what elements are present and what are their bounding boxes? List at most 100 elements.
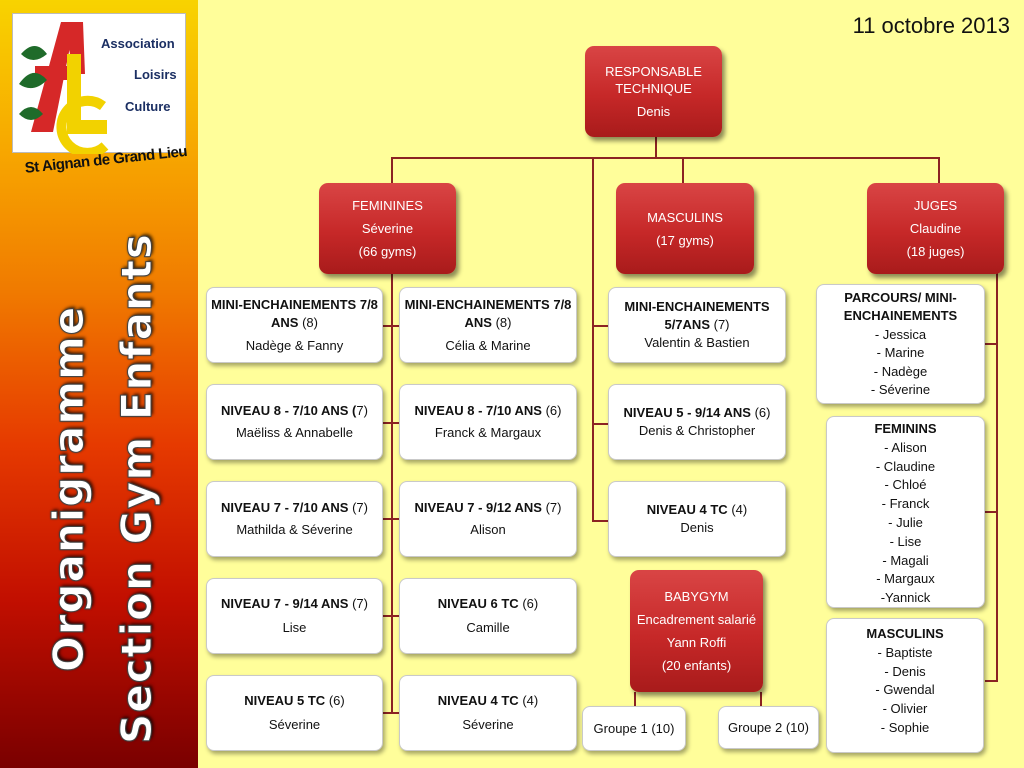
card-count: (7) — [352, 596, 368, 611]
babygym-count: (20 enfants) — [661, 658, 732, 673]
juges-list-title: PARCOURS/ MINI-ENCHAINEMENTS — [843, 289, 958, 324]
connector — [592, 423, 608, 425]
connector — [383, 325, 399, 327]
card-count: (6) — [522, 596, 539, 611]
masculins-title: MASCULINS — [647, 209, 723, 225]
card-names: Alison — [470, 522, 506, 537]
babygym-person: Yann Roffi — [666, 635, 727, 650]
card-names: Célia & Marine — [445, 337, 531, 353]
connector — [682, 157, 684, 184]
card-count: (6) — [545, 403, 562, 418]
card-names: Valentin & Bastien — [644, 335, 750, 350]
connector — [996, 186, 998, 682]
babygym-line2: Encadrement salarié — [636, 612, 757, 627]
responsable-title: RESPONSABLE TECHNIQUE — [605, 64, 702, 96]
connector — [391, 274, 393, 714]
feminines-count: (66 gyms) — [358, 244, 417, 259]
juges-list-item: - Chloé — [884, 477, 927, 493]
fem-right-card-2: NIVEAU 8 - 7/10 ANS (6) Franck & Margaux — [399, 384, 577, 460]
card-names: Séverine — [268, 717, 321, 732]
sidebar-title-line2: Section Gym Enfants — [112, 233, 162, 745]
masculins-count: (17 gyms) — [656, 232, 714, 248]
connector — [985, 680, 997, 682]
juges-list-item: - Séverine — [870, 382, 931, 397]
logo-text-loisirs: Loisirs — [134, 67, 177, 82]
juges-list-item: - Lise — [889, 533, 922, 549]
card-count: (6) — [328, 693, 345, 708]
groupe-2-label: Groupe 2 (10) — [728, 719, 809, 735]
juges-list-item: -Yannick — [880, 590, 931, 606]
juges-count: (18 juges) — [906, 244, 965, 259]
card-names: Maëliss & Annabelle — [235, 425, 354, 440]
juges-list-item: - Sophie — [880, 719, 930, 735]
connector — [383, 615, 399, 617]
juges-list-item: - Gwendal — [875, 682, 935, 698]
groupe-2-box: Groupe 2 (10) — [718, 706, 819, 749]
connector — [391, 157, 393, 184]
fem-left-card-2: NIVEAU 8 - 7/10 ANS (7) Maëliss & Annabe… — [206, 384, 383, 460]
connector — [592, 520, 608, 522]
connector — [985, 511, 997, 513]
card-names: Denis & Christopher — [638, 423, 756, 438]
card-count: (7) — [713, 317, 730, 332]
card-title: MINI-ENCHAINEMENTS 7/8 ANS — [211, 296, 378, 330]
connector — [383, 422, 399, 424]
juges-list-item: - Margaux — [876, 571, 935, 587]
masc-card-2: NIVEAU 5 - 9/14 ANS (6) Denis & Christop… — [608, 384, 786, 460]
card-title: NIVEAU 8 - 7/10 ANS — [414, 403, 542, 418]
fem-left-card-4: NIVEAU 7 - 9/14 ANS (7) Lise — [206, 578, 383, 654]
card-count: (6) — [754, 405, 771, 420]
fem-right-card-3: NIVEAU 7 - 9/12 ANS (7) Alison — [399, 481, 577, 557]
card-title: NIVEAU 7 - 9/12 ANS — [414, 500, 542, 515]
juges-list-item: - Baptiste — [877, 644, 933, 660]
juges-list-item: - Alison — [884, 439, 927, 455]
card-title: NIVEAU 7 - 9/14 ANS — [221, 596, 349, 611]
logo-text-culture: Culture — [125, 99, 171, 114]
card-count: (4) — [731, 502, 748, 517]
juges-feminins-card: FEMININS - Alison - Claudine - Chloé - F… — [826, 416, 985, 608]
connector — [592, 325, 608, 327]
juges-list-item: - Claudine — [875, 458, 936, 474]
card-names: Lise — [282, 620, 307, 635]
connector — [391, 157, 940, 159]
alc-logo-icon — [19, 22, 109, 158]
juges-box: JUGES Claudine (18 juges) — [867, 183, 1004, 274]
card-count: (4) — [522, 693, 539, 708]
card-names: Mathilda & Séverine — [236, 522, 353, 537]
card-count: (8) — [302, 314, 318, 330]
connector — [760, 692, 762, 706]
responsable-technique-box: RESPONSABLE TECHNIQUE Denis — [585, 46, 722, 137]
card-count: (8) — [495, 314, 512, 330]
juges-list-item: - Magali — [882, 552, 929, 568]
sidebar: Association Loisirs Culture St Aignan de… — [0, 0, 198, 768]
card-title: NIVEAU 4 TC — [437, 693, 519, 708]
card-title: NIVEAU 5 - 9/14 ANS — [623, 405, 751, 420]
juges-list-item: - Nadège — [873, 363, 928, 379]
juges-list-title: MASCULINS — [866, 626, 944, 641]
responsable-person: Denis — [636, 104, 671, 119]
juges-masculins-card: MASCULINS - Baptiste - Denis - Gwendal -… — [826, 618, 984, 753]
card-names: Denis — [680, 520, 714, 535]
fem-left-card-1: MINI-ENCHAINEMENTS 7/8 ANS (8) Nadège & … — [206, 287, 383, 363]
logo-text-association: Association — [101, 36, 175, 51]
card-title: MINI-ENCHAINEMENTS 7/8 ANS — [404, 296, 572, 330]
juges-list-title: FEMININS — [874, 421, 937, 436]
card-names: Camille — [466, 620, 510, 635]
date-label: 11 octobre 2013 — [852, 13, 1010, 38]
connector — [634, 692, 636, 706]
feminines-box: FEMININES Séverine (66 gyms) — [319, 183, 456, 274]
card-names: Séverine — [462, 717, 514, 732]
card-title: NIVEAU 5 TC — [244, 693, 326, 708]
juges-list-item: - Olivier — [882, 701, 928, 717]
connector — [383, 712, 399, 714]
juges-parcours-card: PARCOURS/ MINI-ENCHAINEMENTS - Jessica -… — [816, 284, 985, 404]
babygym-box: BABYGYM Encadrement salarié Yann Roffi (… — [630, 570, 763, 692]
babygym-title: BABYGYM — [664, 589, 729, 604]
fem-left-card-3: NIVEAU 7 - 7/10 ANS (7) Mathilda & Séver… — [206, 481, 383, 557]
card-names: Nadège & Fanny — [245, 337, 344, 353]
fem-right-card-1: MINI-ENCHAINEMENTS 7/8 ANS (8) Célia & M… — [399, 287, 577, 363]
connector — [655, 137, 657, 158]
juges-list-item: - Franck — [881, 496, 930, 512]
juges-list-item: - Jessica — [874, 326, 927, 342]
alc-logo: Association Loisirs Culture — [12, 13, 186, 158]
